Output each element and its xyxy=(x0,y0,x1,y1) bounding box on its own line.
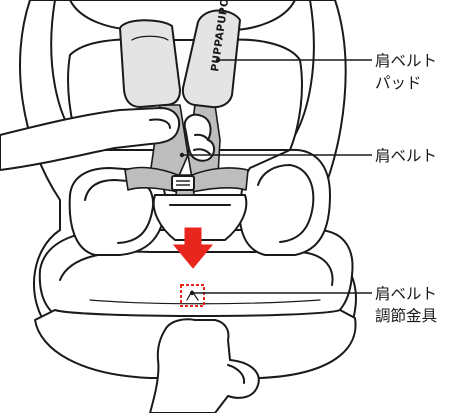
label-shoulder-pad-line2: パッド xyxy=(375,74,422,92)
label-shoulder-belt: 肩ベルト xyxy=(375,147,437,165)
label-shoulder-pad-line1: 肩ベルト xyxy=(375,52,437,70)
label-adjuster-line2: 調節金具 xyxy=(375,307,437,325)
callout-labels: 肩ベルト パッド 肩ベルト 肩ベルト 調節金具 xyxy=(375,52,437,325)
shoulder-pad-left xyxy=(120,20,180,107)
label-adjuster-line1: 肩ベルト xyxy=(375,285,437,303)
right-side-wing xyxy=(240,150,330,255)
